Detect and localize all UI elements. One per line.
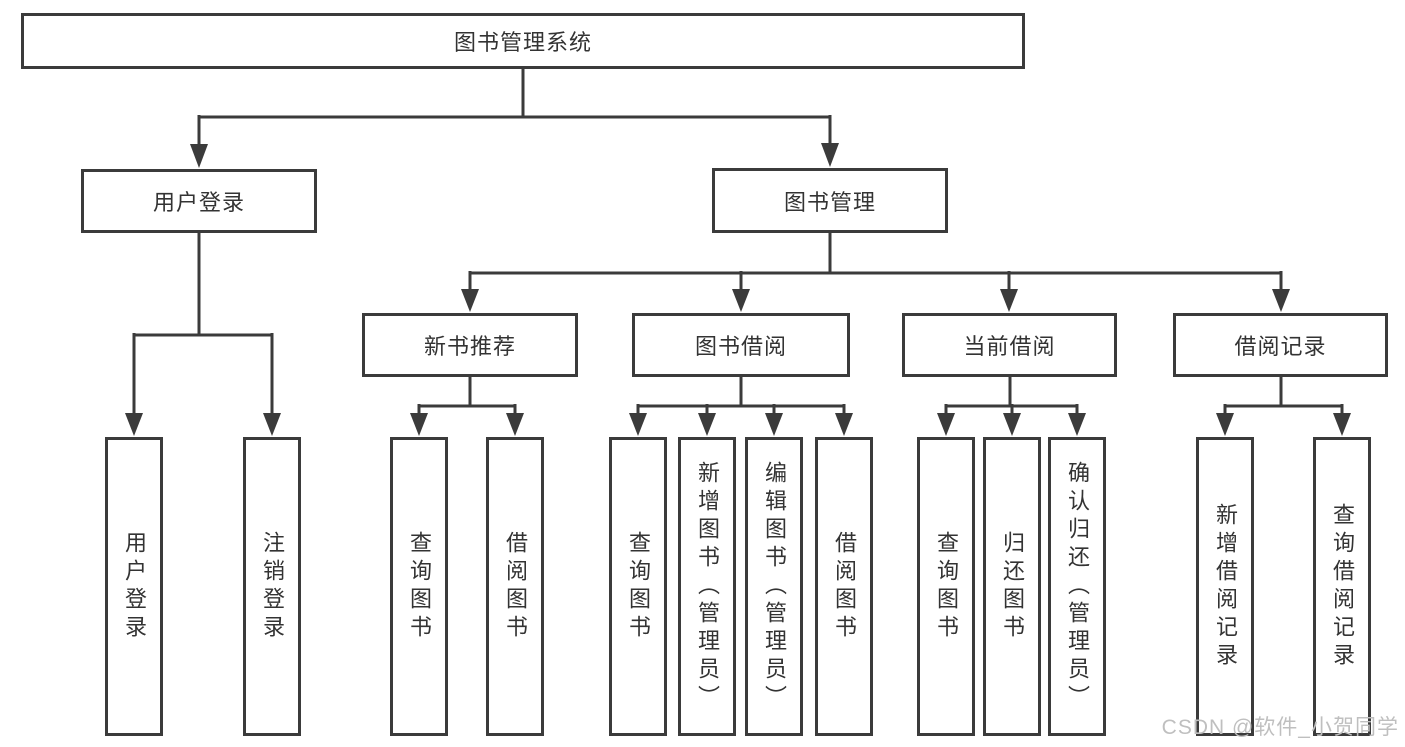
leaf-confirm-return-admin: 确认归还（管理员）: [1048, 437, 1106, 736]
node-book-management: 图书管理: [712, 168, 948, 233]
leaf-return-books: 归还图书: [983, 437, 1041, 736]
node-book-borrowing: 图书借阅: [632, 313, 850, 377]
leaf-query-books-recommend: 查询图书: [390, 437, 448, 736]
leaf-add-borrow-record: 新增借阅记录: [1196, 437, 1254, 736]
leaf-borrow-books-borrowing: 借阅图书: [815, 437, 873, 736]
leaf-query-borrow-record: 查询借阅记录: [1313, 437, 1371, 736]
node-library-system: 图书管理系统: [21, 13, 1025, 69]
node-borrow-records: 借阅记录: [1173, 313, 1388, 377]
node-new-book-recommend: 新书推荐: [362, 313, 578, 377]
leaf-query-books-borrowing: 查询图书: [609, 437, 667, 736]
leaf-logout: 注销登录: [243, 437, 301, 736]
leaf-add-book-admin: 新增图书（管理员）: [678, 437, 736, 736]
leaf-edit-book-admin: 编辑图书（管理员）: [745, 437, 803, 736]
leaf-user-login: 用户登录: [105, 437, 163, 736]
node-user-login: 用户登录: [81, 169, 317, 233]
leaf-borrow-books-recommend: 借阅图书: [486, 437, 544, 736]
leaf-query-books-current: 查询图书: [917, 437, 975, 736]
node-current-borrowing: 当前借阅: [902, 313, 1117, 377]
